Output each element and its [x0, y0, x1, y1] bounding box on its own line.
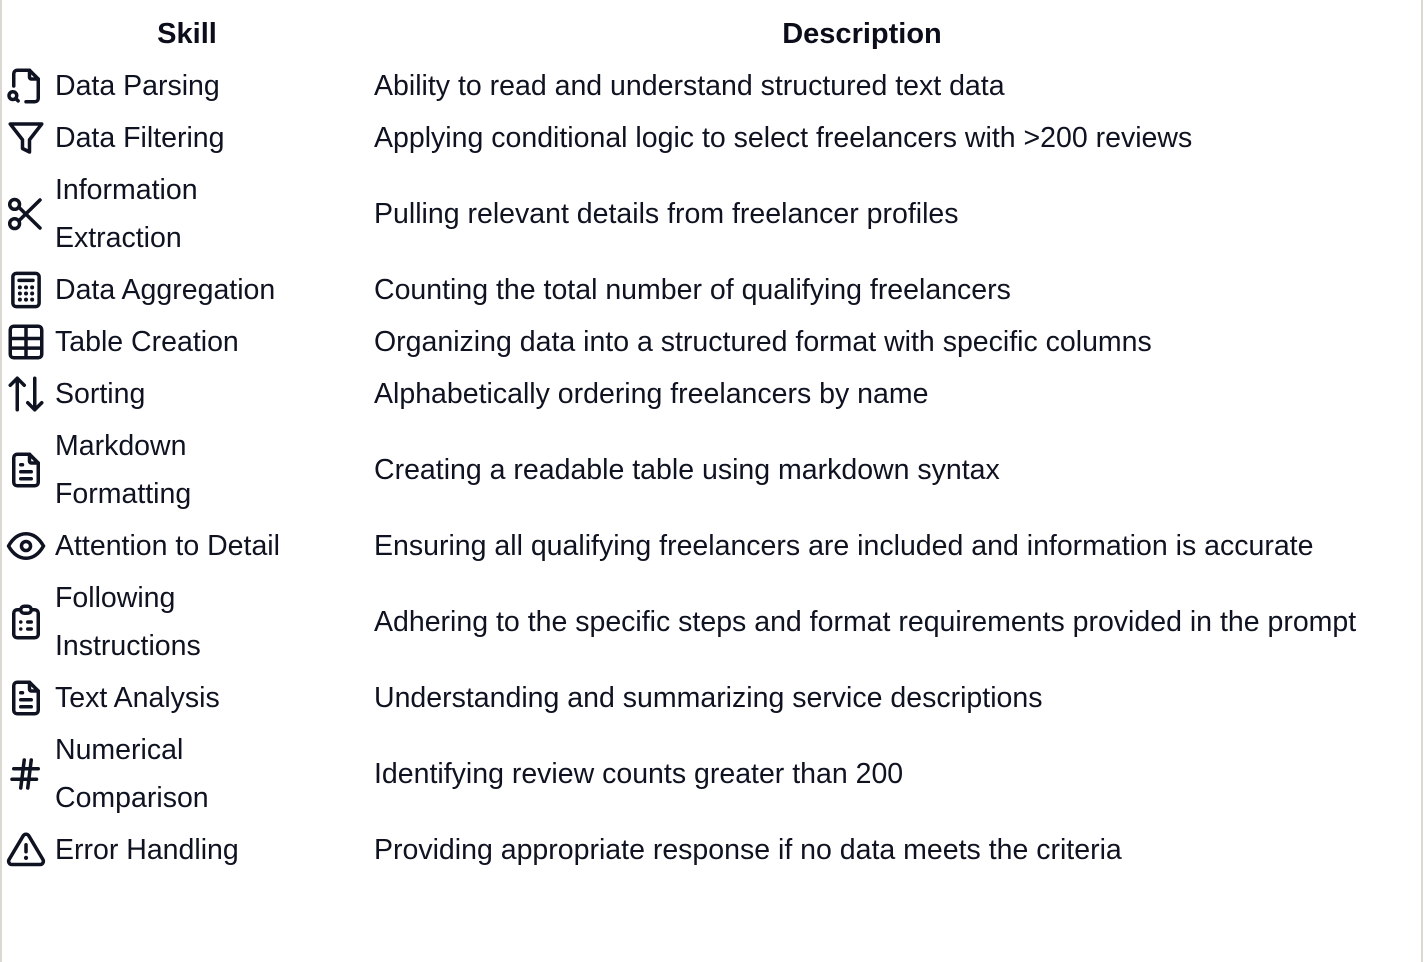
skill-name: Following Instructions	[55, 582, 201, 662]
table-row: Text Analysis Understanding and summariz…	[4, 672, 1414, 724]
skill-name: Data Filtering	[55, 122, 225, 154]
description-cell: Organizing data into a structured format…	[374, 326, 1152, 358]
skill-name: Error Handling	[55, 834, 239, 866]
description-cell: Ability to read and understand structure…	[374, 70, 1005, 102]
filter-icon	[4, 116, 48, 160]
file-text-icon	[4, 448, 48, 492]
description-cell: Ensuring all qualifying freelancers are …	[374, 530, 1314, 562]
skill-name: Information Extraction	[55, 174, 198, 254]
table-row: Data Aggregation Counting the total numb…	[4, 264, 1414, 316]
table-row: Data Parsing Ability to read and underst…	[4, 60, 1414, 112]
table-row: Attention to Detail Ensuring all qualify…	[4, 520, 1414, 572]
skill-cell: Following Instructions	[4, 572, 370, 672]
sort-arrows-icon	[4, 372, 48, 416]
description-cell: Counting the total number of qualifying …	[374, 274, 1011, 306]
alert-triangle-icon	[4, 828, 48, 872]
description-cell: Applying conditional logic to select fre…	[374, 122, 1193, 154]
scissors-icon	[4, 192, 48, 236]
description-cell: Identifying review counts greater than 2…	[374, 758, 904, 790]
description-cell: Providing appropriate response if no dat…	[374, 834, 1122, 866]
table-row: Numerical Comparison Identifying review …	[4, 724, 1414, 824]
eye-icon	[4, 524, 48, 568]
skill-cell: Numerical Comparison	[4, 724, 370, 824]
description-cell: Creating a readable table using markdown…	[374, 454, 1000, 486]
skill-name: Sorting	[55, 378, 146, 410]
skill-cell: Sorting	[4, 368, 370, 420]
calculator-icon	[4, 268, 48, 312]
file-search-icon	[4, 64, 48, 108]
skill-name: Markdown Formatting	[55, 430, 192, 510]
skill-name: Text Analysis	[55, 682, 220, 714]
skill-name: Table Creation	[55, 326, 239, 358]
table-row: Following Instructions Adhering to the s…	[4, 572, 1414, 672]
table-row: Table Creation Organizing data into a st…	[4, 316, 1414, 368]
table-row: Sorting Alphabetically ordering freelanc…	[4, 368, 1414, 420]
header-description: Description	[782, 17, 942, 50]
file-text-icon	[4, 676, 48, 720]
skill-cell: Attention to Detail	[4, 520, 370, 572]
table-row: Markdown Formatting Creating a readable …	[4, 420, 1414, 520]
description-cell: Adhering to the specific steps and forma…	[374, 606, 1357, 638]
skills-table: Skill Description Data Parsing Ability t…	[4, 8, 1414, 876]
skill-cell: Data Parsing	[4, 60, 370, 112]
skill-cell: Information Extraction	[4, 164, 370, 264]
skill-name: Attention to Detail	[55, 530, 280, 562]
skill-name: Numerical Comparison	[55, 734, 209, 814]
skill-cell: Text Analysis	[4, 672, 370, 724]
skill-cell: Data Filtering	[4, 112, 370, 164]
skill-cell: Data Aggregation	[4, 264, 370, 316]
description-cell: Pulling relevant details from freelancer…	[374, 198, 959, 230]
header-skill: Skill	[157, 17, 217, 50]
description-cell: Understanding and summarizing service de…	[374, 682, 1043, 714]
table-row: Data Filtering Applying conditional logi…	[4, 112, 1414, 164]
skill-cell: Markdown Formatting	[4, 420, 370, 520]
clipboard-list-icon	[4, 600, 48, 644]
skill-name: Data Aggregation	[55, 274, 276, 306]
description-cell: Alphabetically ordering freelancers by n…	[374, 378, 929, 410]
table-header-row: Skill Description	[4, 8, 1414, 60]
table-row: Error Handling Providing appropriate res…	[4, 824, 1414, 876]
skill-cell: Error Handling	[4, 824, 370, 876]
hash-icon	[4, 752, 48, 796]
table-row: Information Extraction Pulling relevant …	[4, 164, 1414, 264]
skill-name: Data Parsing	[55, 70, 220, 102]
table-icon	[4, 320, 48, 364]
skill-cell: Table Creation	[4, 316, 370, 368]
